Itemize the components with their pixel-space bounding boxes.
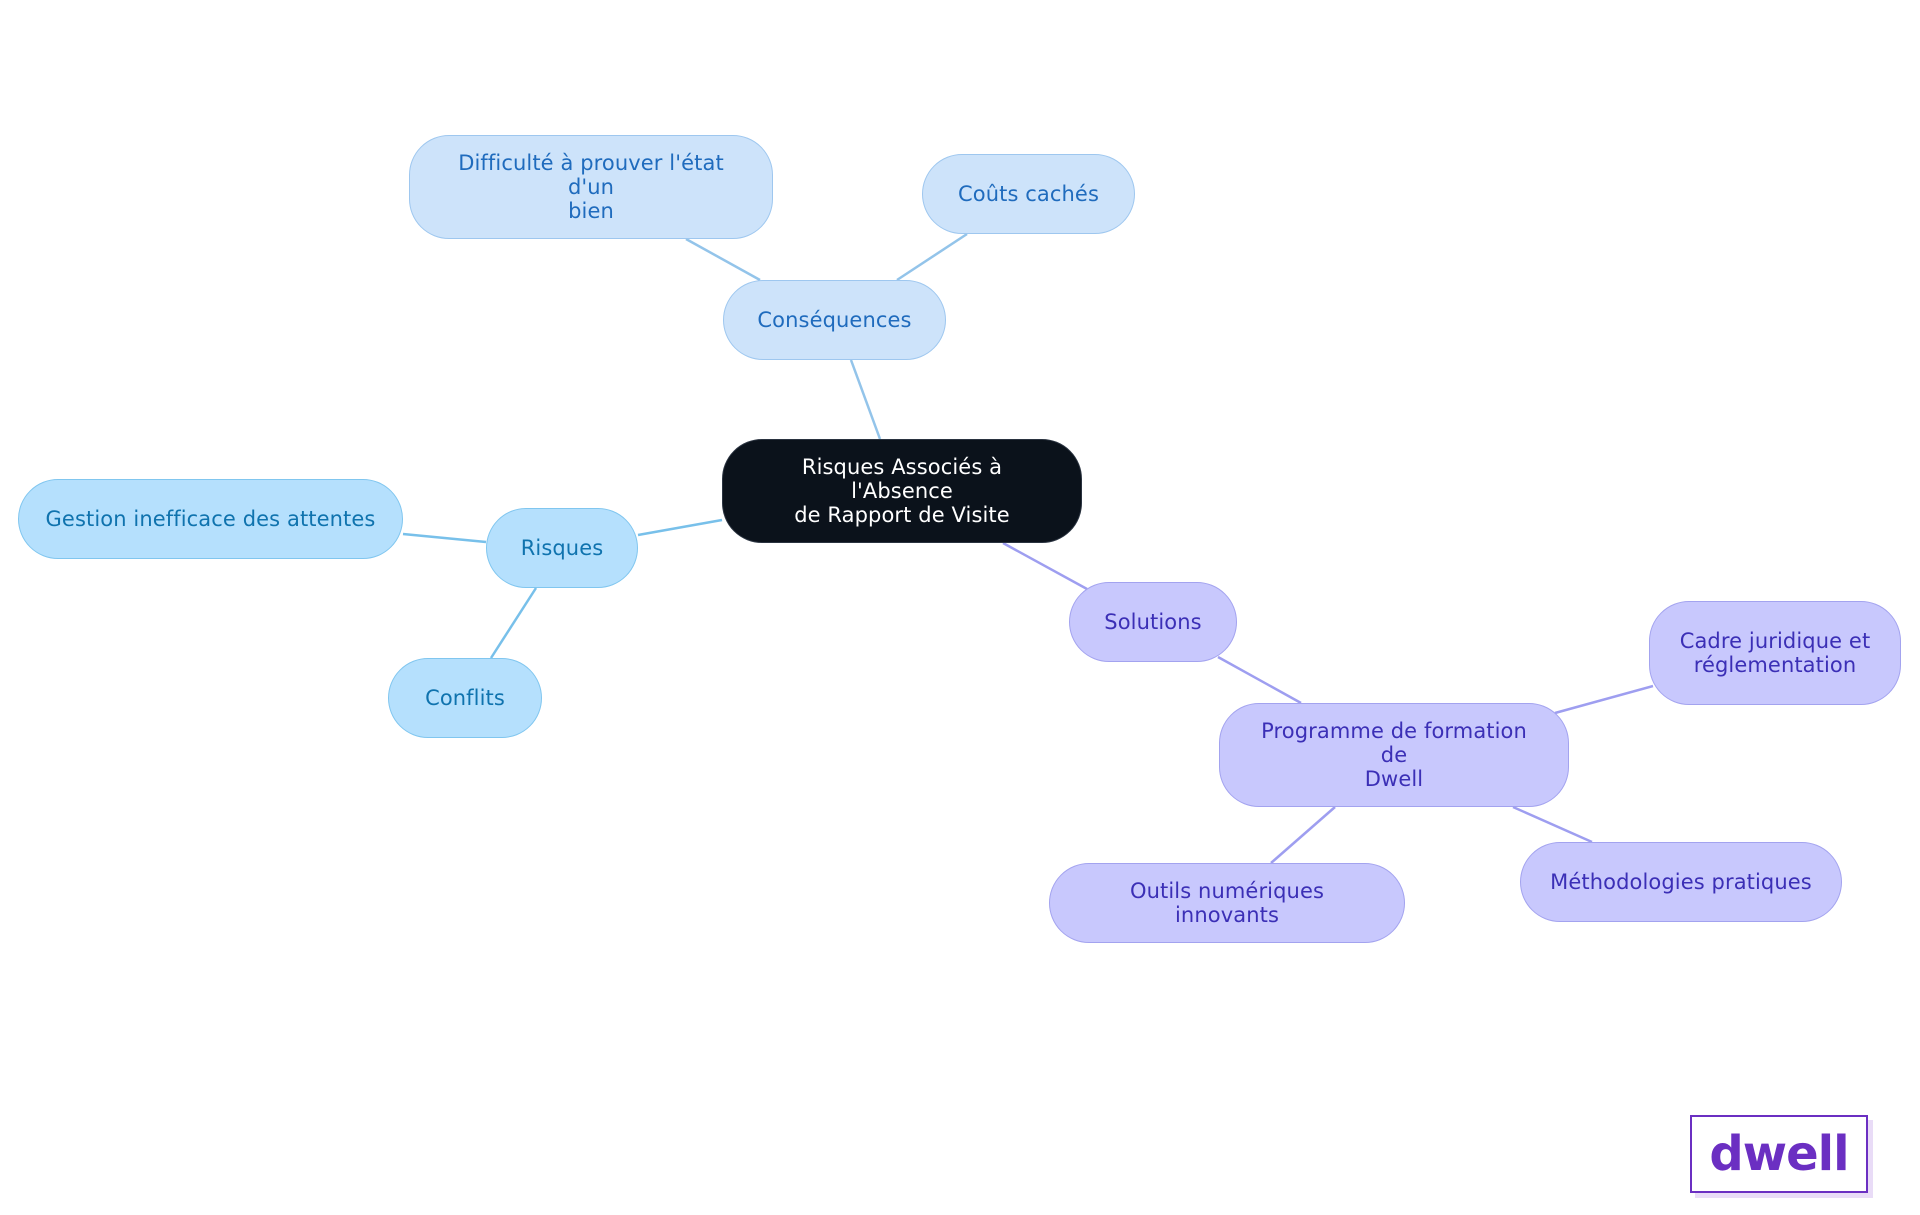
node-conflits-label: Conflits bbox=[425, 686, 505, 710]
node-difficulte-line-2: bien bbox=[568, 199, 614, 223]
node-methodologies-pratiques[interactable]: Méthodologies pratiques bbox=[1520, 842, 1842, 922]
node-programme-line-1: Programme de formation de bbox=[1261, 719, 1527, 767]
node-consequences[interactable]: Conséquences bbox=[723, 280, 946, 360]
node-difficulte-line-1: Difficulté à prouver l'état d'un bbox=[458, 151, 724, 199]
node-programme-formation[interactable]: Programme de formation de Dwell bbox=[1219, 703, 1569, 807]
node-solutions-label: Solutions bbox=[1104, 610, 1202, 634]
node-solutions[interactable]: Solutions bbox=[1069, 582, 1237, 662]
node-cadre-line-1: Cadre juridique et bbox=[1679, 629, 1871, 653]
node-risques-label: Risques bbox=[520, 536, 604, 560]
edge-programme-outils bbox=[1270, 806, 1336, 864]
node-risques[interactable]: Risques bbox=[486, 508, 638, 588]
edge-programme-methodologies bbox=[1512, 805, 1593, 844]
root-label-line-2: de Rapport de Visite bbox=[794, 503, 1010, 527]
node-gestion-inefficace-label: Gestion inefficace des attentes bbox=[45, 507, 376, 531]
node-programme-line-2: Dwell bbox=[1364, 767, 1424, 791]
edge-programme-cadre bbox=[1554, 684, 1654, 715]
node-methodologies-label: Méthodologies pratiques bbox=[1550, 870, 1812, 894]
node-outils-numeriques[interactable]: Outils numériques innovants bbox=[1049, 863, 1405, 943]
node-conflits[interactable]: Conflits bbox=[388, 658, 542, 738]
root-node[interactable]: Risques Associés à l'Absence de Rapport … bbox=[722, 439, 1082, 543]
node-couts-caches-label: Coûts cachés bbox=[957, 182, 1099, 206]
dwell-logo: dwell bbox=[1690, 1115, 1868, 1193]
root-label-line-1: Risques Associés à l'Absence bbox=[801, 455, 1003, 503]
node-consequences-label: Conséquences bbox=[757, 308, 912, 332]
edge-solutions-programme bbox=[1217, 655, 1302, 705]
edge-consequences-difficulte bbox=[685, 237, 761, 282]
edge-root-solutions bbox=[1002, 541, 1088, 591]
node-cadre-juridique[interactable]: Cadre juridique et réglementation bbox=[1649, 601, 1901, 705]
node-couts-caches[interactable]: Coûts cachés bbox=[922, 154, 1135, 234]
node-difficulte[interactable]: Difficulté à prouver l'état d'un bien bbox=[409, 135, 773, 239]
node-cadre-line-2: réglementation bbox=[1693, 653, 1857, 677]
edge-risques-conflits bbox=[489, 587, 538, 659]
dwell-logo-text: dwell bbox=[1709, 1126, 1849, 1182]
edge-risques-gestion bbox=[402, 532, 487, 544]
node-gestion-inefficace[interactable]: Gestion inefficace des attentes bbox=[18, 479, 403, 559]
edge-consequences-couts bbox=[896, 232, 968, 282]
edge-root-risques bbox=[637, 518, 723, 537]
edge-root-consequences bbox=[849, 359, 882, 440]
node-outils-label: Outils numériques innovants bbox=[1129, 879, 1325, 927]
